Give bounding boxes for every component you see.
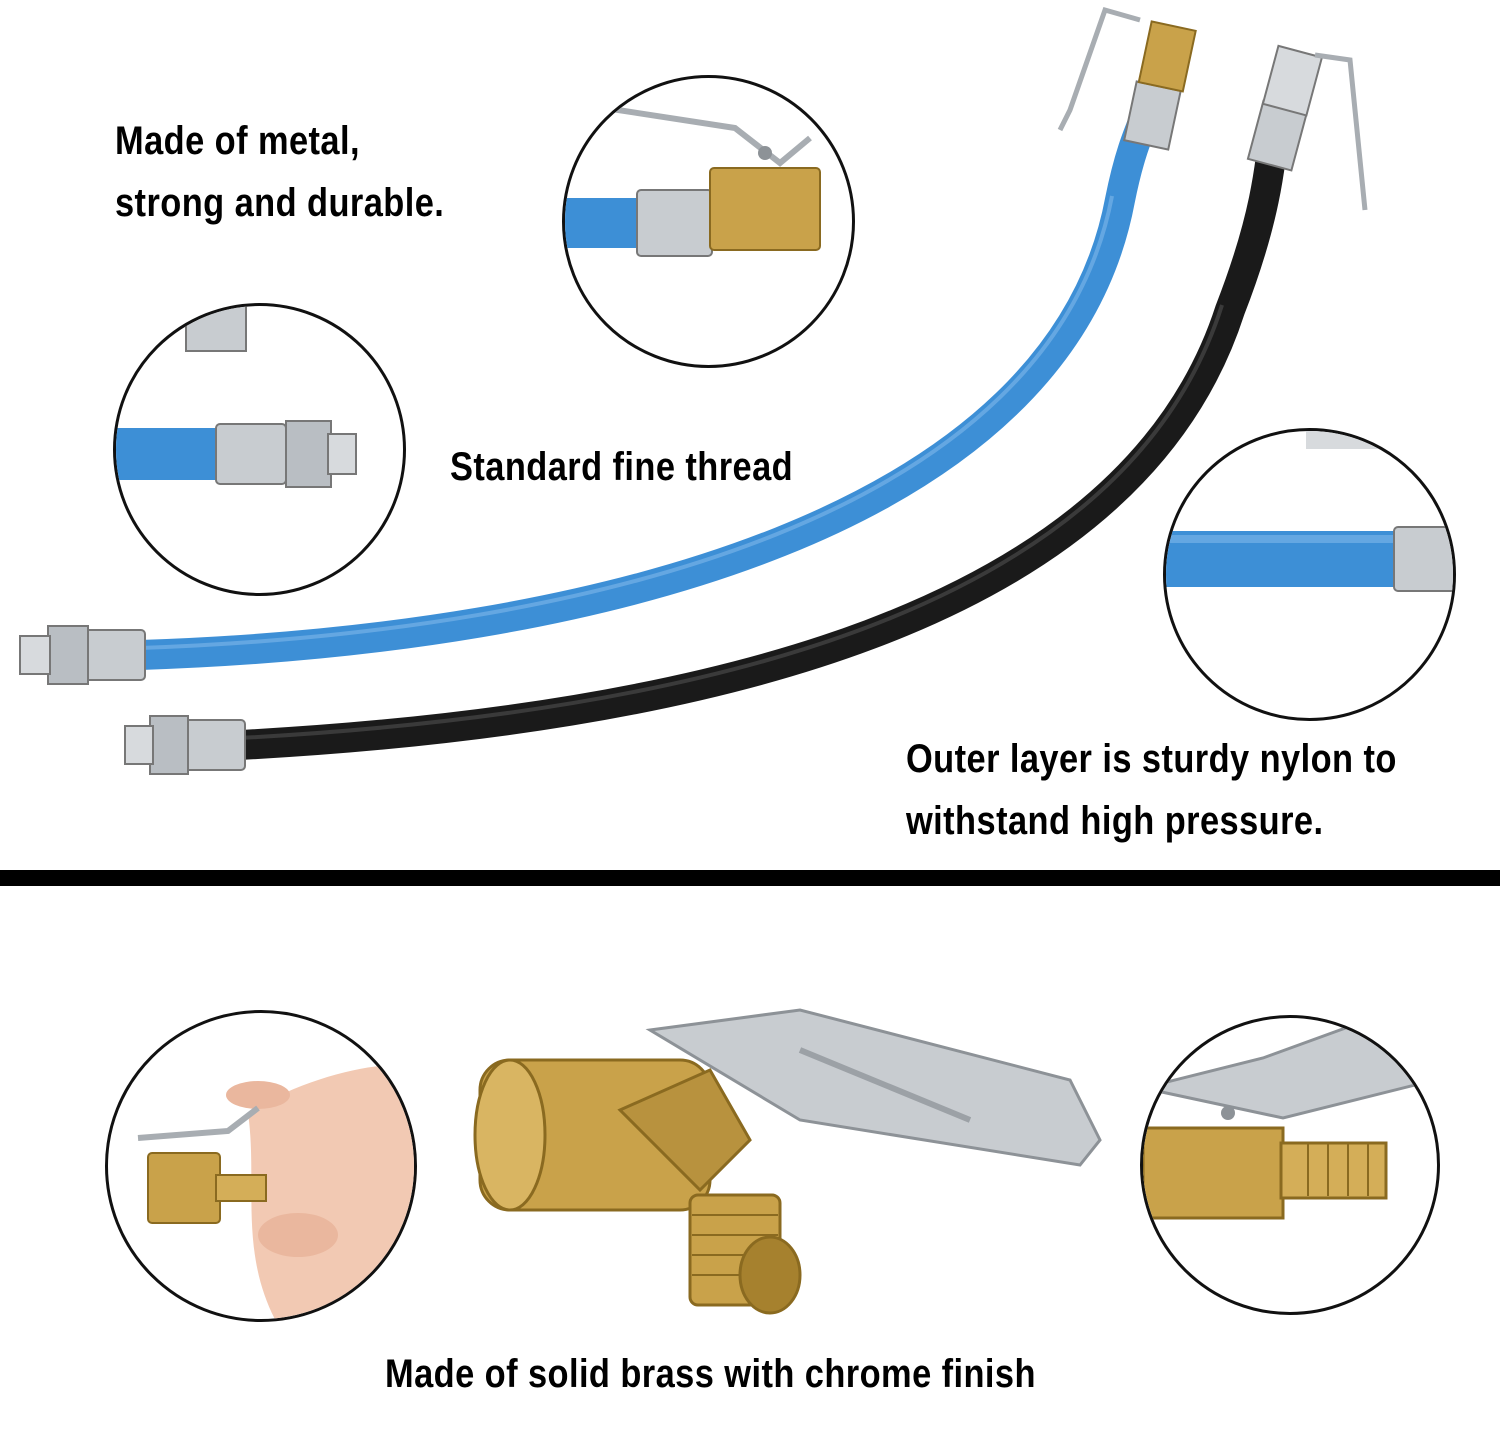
chuck-lever xyxy=(645,1008,1102,1167)
hoses-illustration xyxy=(19,6,1368,775)
detail-circle-thread xyxy=(113,303,406,596)
blue-hose xyxy=(125,90,1165,670)
caption-brass: Made of solid brass with chrome finish xyxy=(385,1352,1036,1396)
black-hose-left-fitting xyxy=(124,715,246,775)
section-divider xyxy=(0,870,1500,886)
caption-thread: Standard fine thread xyxy=(450,445,794,489)
caption-nylon: Outer layer is sturdy nylon to withstand… xyxy=(906,728,1397,852)
blue-hose-top-chuck xyxy=(1057,6,1197,151)
blue-hose-left-fitting xyxy=(19,625,146,685)
caption-metal: Made of metal, strong and durable. xyxy=(115,110,444,234)
detail-circle-chuck xyxy=(562,75,855,368)
black-hose xyxy=(225,105,1290,760)
detail-circle-side-view xyxy=(1140,1015,1440,1315)
caption-metal-line-1: Made of metal, xyxy=(115,119,360,163)
brass-chuck-main xyxy=(473,1008,1102,1315)
caption-nylon-line-1: Outer layer is sturdy nylon to xyxy=(906,737,1397,781)
black-hose-top-chuck xyxy=(1246,44,1368,211)
caption-nylon-line-2: withstand high pressure. xyxy=(906,799,1324,843)
detail-circle-hand xyxy=(105,1010,417,1322)
detail-circle-hose-layer xyxy=(1163,428,1456,721)
caption-metal-line-2: strong and durable. xyxy=(115,181,445,225)
